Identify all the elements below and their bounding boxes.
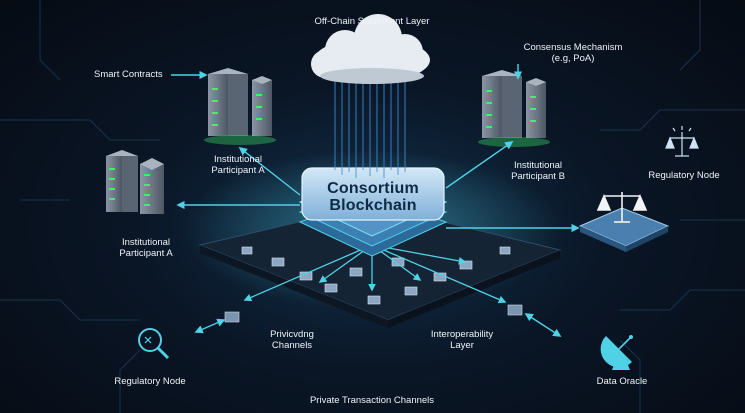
label-consensus-mechanism: Consensus Mechanism (e.g, PoA)	[508, 42, 638, 64]
label-interop-line2: Layer	[450, 340, 474, 351]
label-inst-a-top-line1: Institutional	[213, 154, 263, 165]
board-arrows	[243, 244, 507, 304]
label-inst-b-line2: Participant B	[511, 171, 565, 182]
server-rack-icon-top-left	[204, 68, 276, 145]
label-priv-line2: Channels	[271, 340, 313, 351]
connector-arrows	[171, 64, 580, 337]
regulatory-node-tile	[578, 207, 670, 252]
label-institutional-a-top: Institutional Participant A	[188, 154, 288, 176]
label-regulatory-node-left: Regulatory Node	[114, 376, 186, 387]
core-title-line1: Consortium	[327, 180, 419, 197]
label-off-chain-settlement: Off-Chain Settlement Layer	[314, 16, 430, 27]
label-private-transaction-channels: Private Transaction Channels	[309, 395, 435, 406]
label-interoperability-layer: Interoperability Layer	[412, 329, 512, 351]
label-smart-contracts: Smart Contracts	[94, 69, 163, 80]
label-institutional-a-left: Institutional Participant A	[96, 237, 196, 259]
label-data-oracle: Data Oracle	[596, 376, 648, 387]
label-inst-b-line1: Institutional	[513, 160, 563, 171]
satellite-dish-icon	[600, 335, 633, 370]
chip-left	[224, 311, 240, 323]
chip-right	[507, 304, 523, 316]
board-chips	[241, 246, 511, 305]
label-institutional-b: Institutional Participant B	[488, 160, 588, 182]
label-inst-a-left-line2: Participant A	[119, 248, 173, 259]
label-priv-line1: Privicvdng	[270, 329, 314, 340]
server-rack-icon-top-right	[478, 70, 550, 147]
core-title-line2: Blockchain	[329, 197, 417, 214]
label-regulatory-node-right: Regulatory Node	[648, 170, 720, 181]
server-rack-icon-left	[106, 150, 164, 214]
label-consensus-line2: (e.g, PoA)	[551, 53, 595, 64]
scales-of-justice-icon-small	[665, 126, 699, 157]
label-consensus-line1: Consensus Mechanism	[523, 42, 623, 53]
label-privicvdng-channels: Privicvdng Channels	[242, 329, 342, 351]
label-inst-a-left-line1: Institutional	[121, 237, 171, 248]
scales-of-justice-icon-large	[596, 192, 648, 223]
cloud-icon	[311, 14, 430, 178]
board-edge-left	[200, 245, 388, 328]
consortium-blockchain-core	[298, 167, 448, 257]
consortium-blockchain-title: Consortium Blockchain	[300, 180, 446, 214]
label-interop-line1: Interoperability	[430, 329, 494, 340]
label-inst-a-top-line2: Participant A	[211, 165, 265, 176]
magnifier-icon	[138, 328, 170, 360]
